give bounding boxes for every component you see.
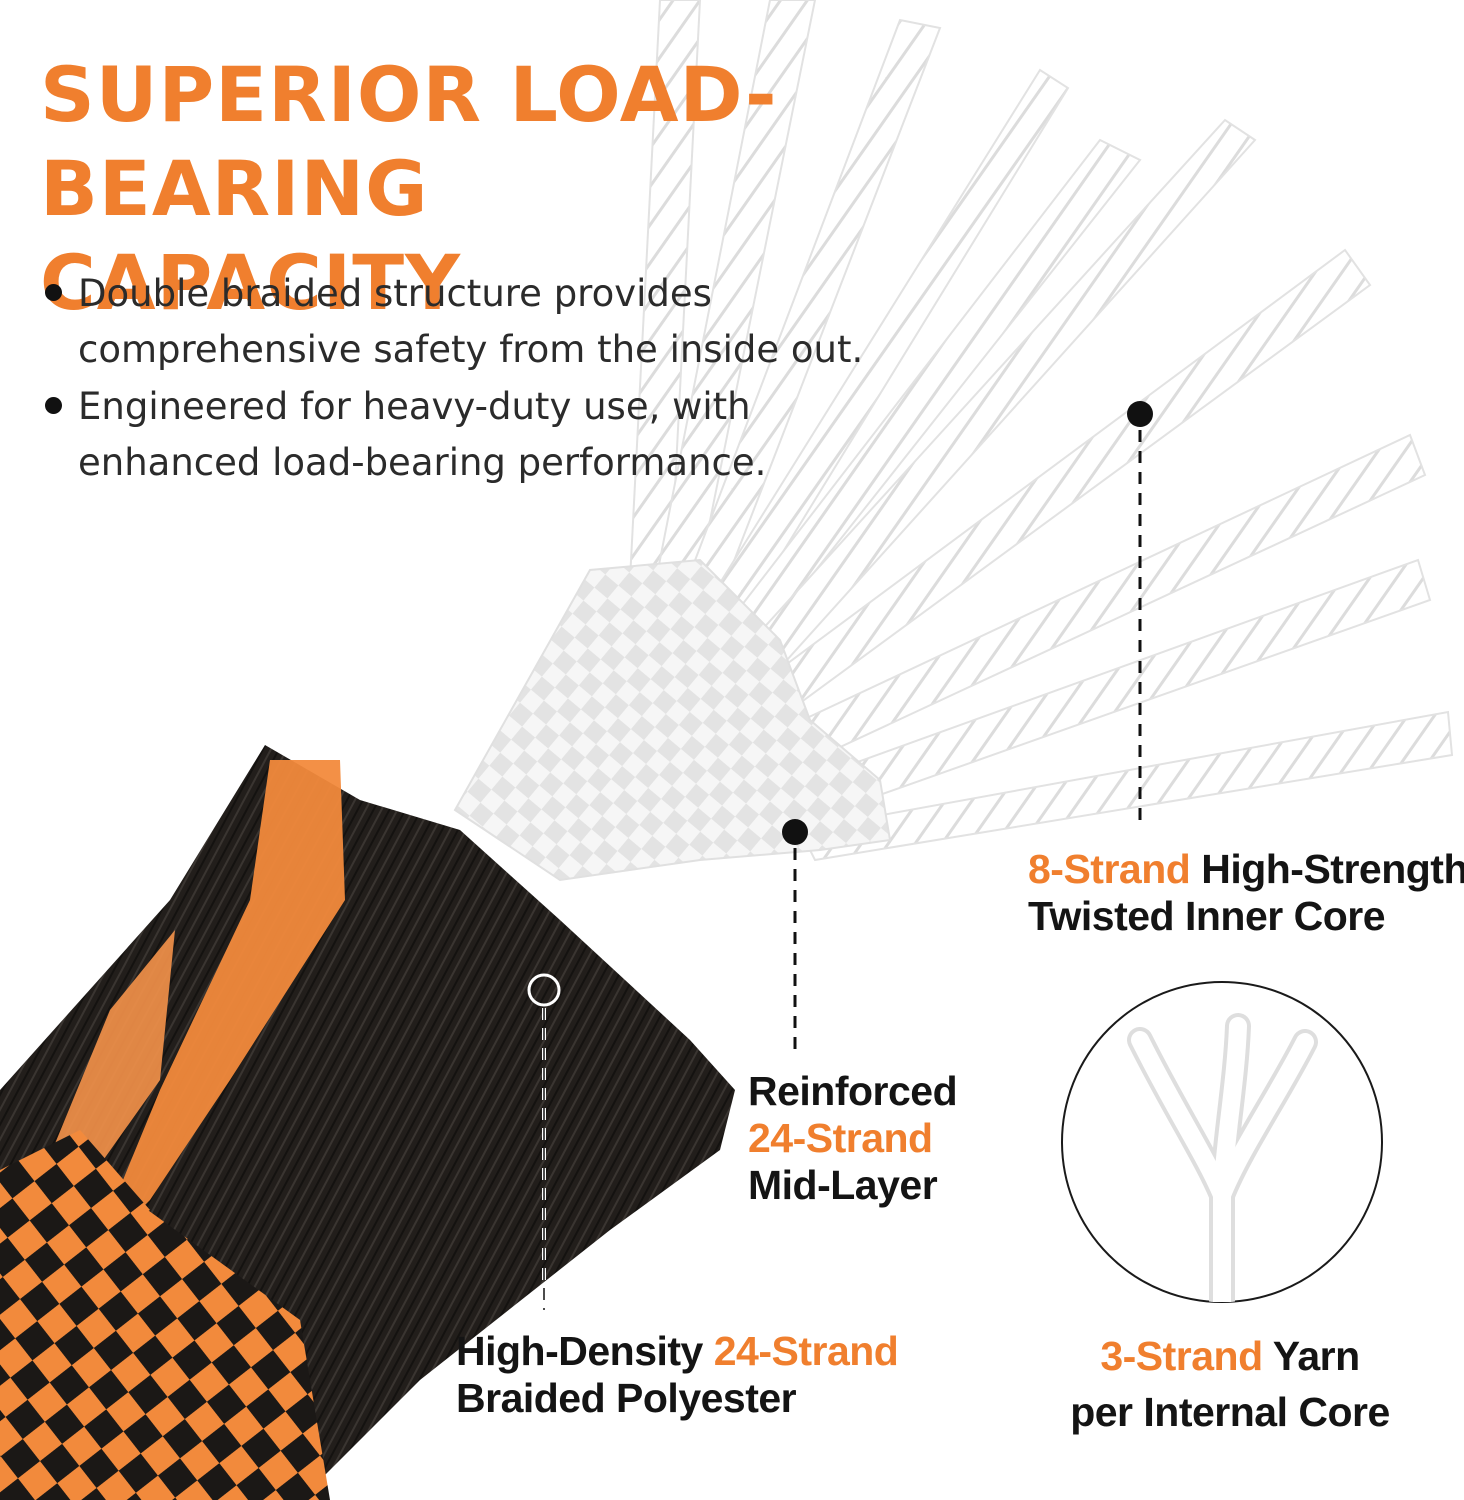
checkered-braid [0,1130,150,1300]
orange-fiber-band [90,760,345,1260]
bullet-item: Engineered for heavy-duty use, with enha… [42,379,942,491]
headline-line-1: SUPERIOR LOAD-BEARING [40,50,778,233]
orange-fiber-band [40,930,175,1200]
bullet-dot-icon [45,397,62,414]
inner-core-strands [628,0,1454,862]
yarn-detail-inset [1061,981,1383,1303]
mid-layer-label: Reinforced 24-Strand Mid-Layer [748,1068,958,1208]
outer-braid [0,745,735,1500]
outer-layer-marker [527,973,561,1007]
bullet-item: Double braided structure provides compre… [42,266,942,378]
mid-layer-marker [782,819,808,845]
headline-line-2: CAPACITY [40,238,462,327]
inner-core-label: 8-Strand High-Strength Twisted Inner Cor… [1028,846,1464,939]
outer-layer-label: High-Density 24-Strand Braided Polyester [456,1328,899,1421]
yarn-label: 3-Strand Yarn per Internal Core [1070,1333,1390,1435]
feature-bullets: Double braided structure provides compre… [42,266,942,492]
checkered-braid [0,1190,330,1500]
callout-leaders [527,401,1153,1310]
bullet-dot-icon [45,284,62,301]
inner-core-marker [1127,401,1153,427]
headline: SUPERIOR LOAD-BEARING CAPACITY [40,48,1000,330]
mid-layer-braid [453,558,892,882]
